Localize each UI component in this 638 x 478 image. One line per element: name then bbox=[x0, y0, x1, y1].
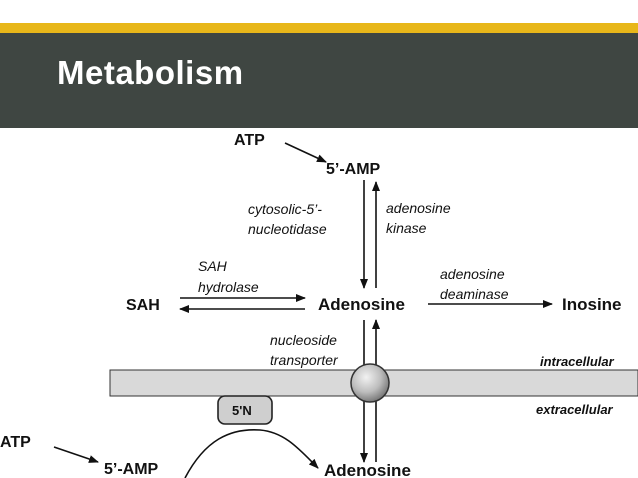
cytosolic-label-1: cytosolic-5’- bbox=[248, 201, 322, 217]
sah-hydrolase-label-1: SAH bbox=[198, 258, 228, 274]
kinase-label-1: adenosine bbox=[386, 200, 451, 216]
inosine-label: Inosine bbox=[562, 295, 622, 314]
deaminase-label-2: deaminase bbox=[440, 286, 509, 302]
accent-line bbox=[0, 23, 638, 33]
adenosine-center-label: Adenosine bbox=[318, 295, 405, 314]
atp-to-amp-arrow bbox=[284, 142, 327, 163]
sah-label: SAH bbox=[126, 297, 160, 314]
atp-top-label: ATP bbox=[234, 132, 265, 149]
kinase-label-2: kinase bbox=[386, 220, 427, 236]
transporter-protein bbox=[350, 363, 390, 403]
deaminase-label-1: adenosine bbox=[440, 266, 505, 282]
amp-top-label: 5’-AMP bbox=[326, 161, 381, 178]
sah-hydrolase-label-2: hydrolase bbox=[198, 279, 259, 295]
amp-to-adenosine-arc bbox=[184, 429, 319, 478]
cytosolic-label-2: nucleotidase bbox=[248, 221, 327, 237]
slide-title: Metabolism bbox=[57, 54, 244, 91]
transporter-label-2: transporter bbox=[270, 352, 339, 368]
atp-bottom-label: ATP bbox=[0, 434, 31, 451]
amp-bottom-label: 5’-AMP bbox=[104, 461, 159, 478]
atp-to-amp-bottom-arrow bbox=[53, 446, 99, 463]
top-strip bbox=[0, 0, 638, 23]
adenosine-metabolism-diagram: ATP 5’-AMP cytosolic-5’- nucleotidase ad… bbox=[0, 132, 638, 478]
transporter-label-1: nucleoside bbox=[270, 332, 337, 348]
adenosine-bottom-label: Adenosine bbox=[324, 461, 411, 478]
extracellular-label: extracellular bbox=[536, 402, 614, 417]
intracellular-label: intracellular bbox=[540, 354, 615, 369]
ecto-nucleotidase-label: 5'N bbox=[232, 403, 252, 418]
ecto-nucleotidase-box bbox=[217, 395, 273, 425]
